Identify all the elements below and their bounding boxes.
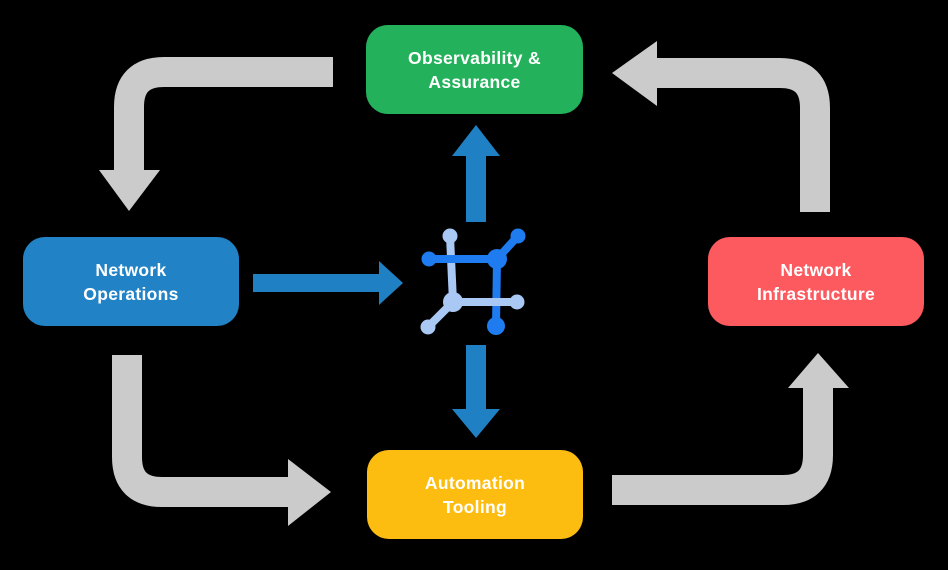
icon-dark-left-node — [421, 251, 437, 267]
icon-dark-diag-node — [510, 228, 526, 244]
node-label-line: Tooling — [443, 496, 507, 517]
node-label-line: Observability & — [408, 47, 541, 68]
arrow-automation-to-infrastructure-shaft — [612, 386, 833, 505]
arrow-center-to-automation — [452, 345, 500, 438]
icon-dark-right-edge — [492, 255, 501, 330]
node-observability-assurance: Observability & Assurance — [366, 25, 583, 114]
icon-light-left-edge — [446, 232, 457, 306]
arrow-center-to-observability — [452, 125, 500, 222]
arrow-infrastructure-to-observability-head — [612, 41, 657, 106]
arrow-operations-to-automation-head — [288, 459, 331, 526]
node-automation-tooling: Automation Tooling — [367, 450, 583, 539]
node-label-line: Automation — [424, 472, 526, 493]
icon-light-top-node — [442, 228, 458, 244]
arrow-operations-to-center — [253, 261, 403, 305]
arrow-observability-to-operations-head — [99, 170, 160, 211]
arrow-observability-to-operations-shaft — [114, 57, 333, 172]
icon-light-right-node — [509, 294, 525, 310]
node-label-line: Network — [780, 259, 852, 280]
network-nodes-icon — [420, 228, 526, 335]
node-label-line: Assurance — [428, 71, 521, 92]
node-network-operations: Network Operations — [23, 237, 239, 326]
node-label-line: Operations — [83, 283, 179, 304]
node-network-infrastructure: Network Infrastructure — [708, 237, 924, 326]
node-label-line: Network — [95, 259, 167, 280]
icon-light-diag-node — [420, 319, 436, 335]
icon-dark-bottom-node — [487, 317, 505, 335]
arrow-infrastructure-to-observability-shaft — [656, 58, 830, 212]
arrow-operations-to-automation-shaft — [112, 355, 289, 507]
node-label-line: Infrastructure — [757, 283, 875, 304]
icon-dark-corner-node — [487, 249, 507, 269]
arrow-automation-to-infrastructure-head — [788, 353, 849, 388]
